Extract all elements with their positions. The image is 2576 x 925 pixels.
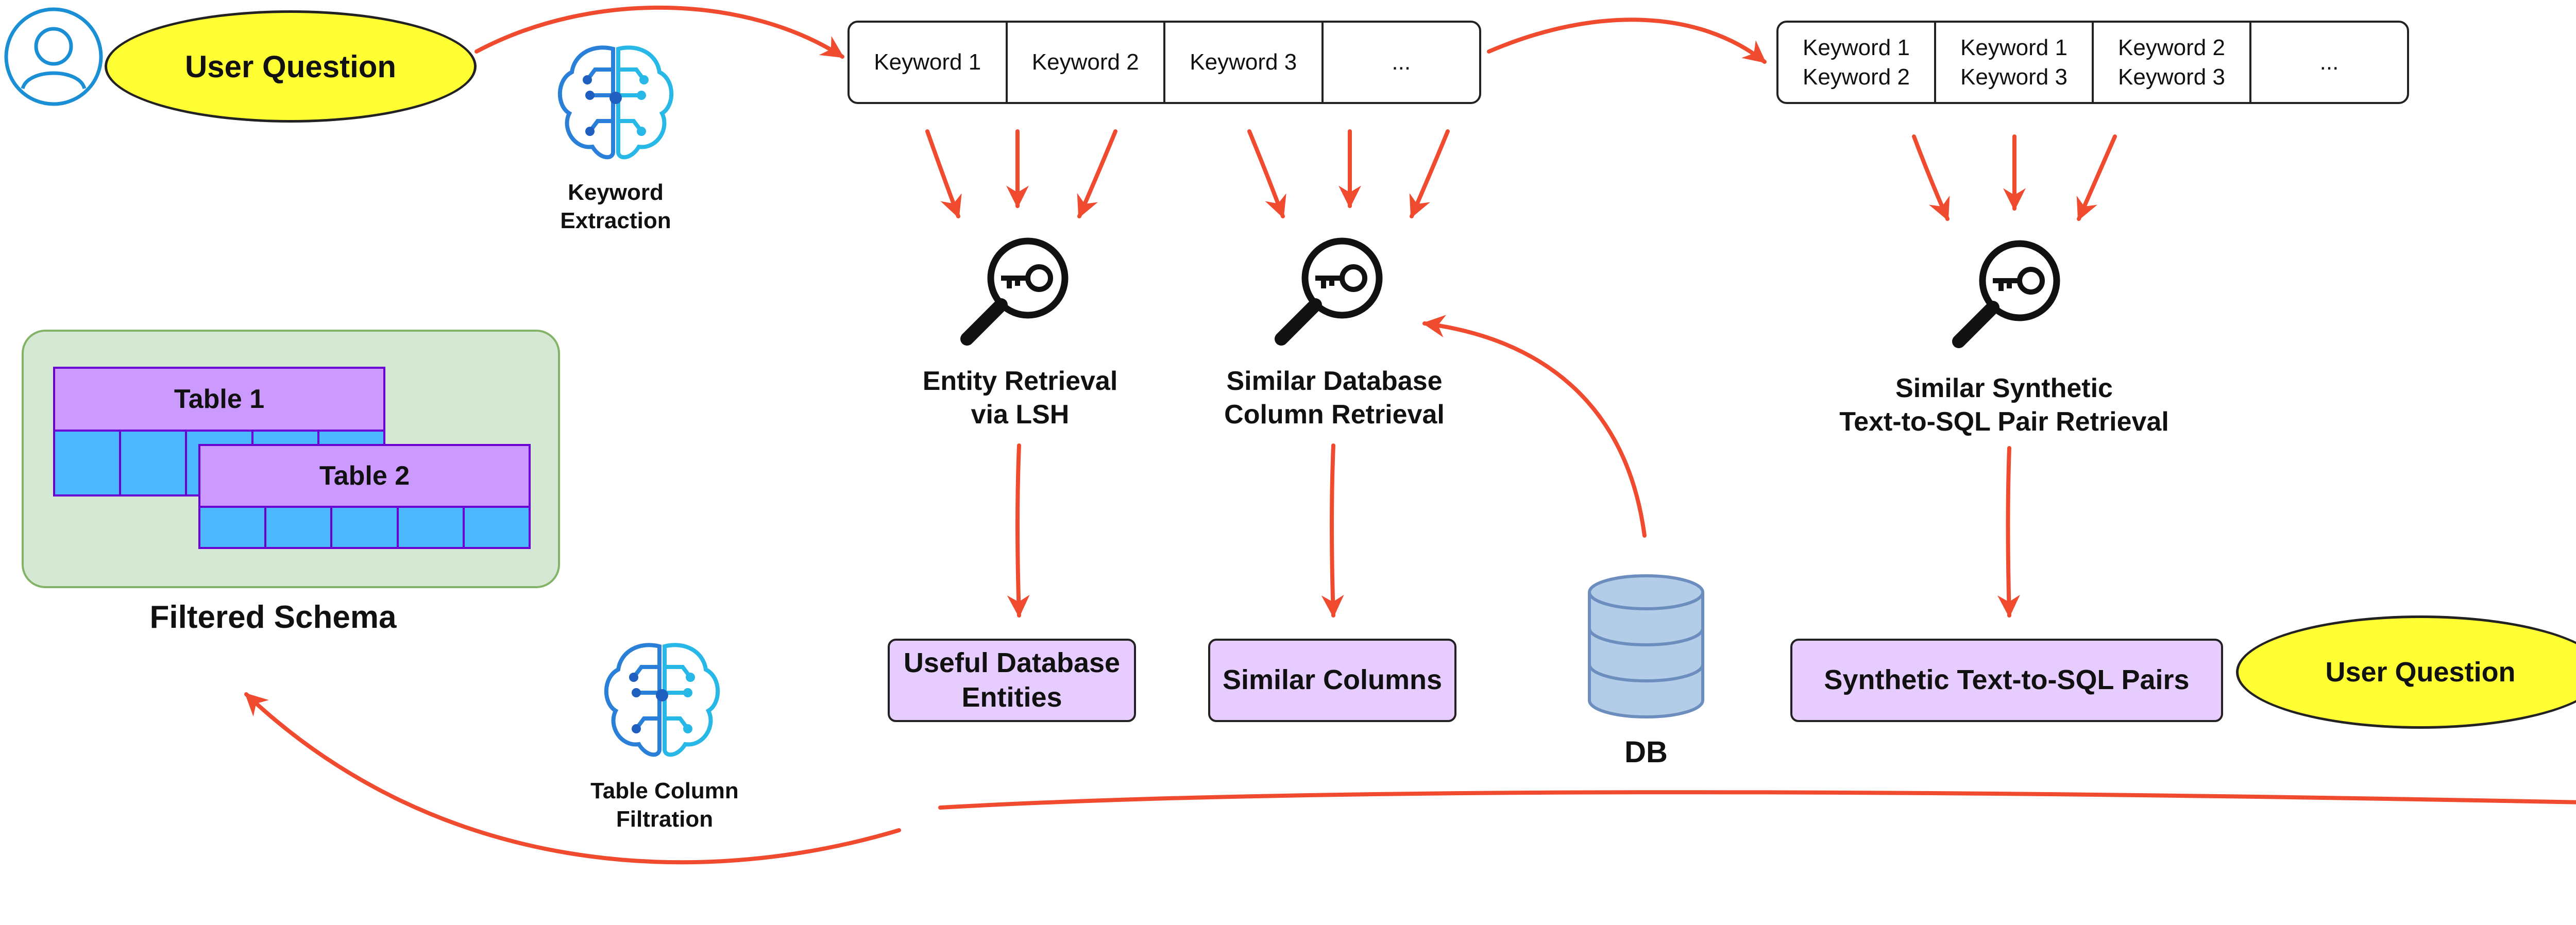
- arrow-filtration-to-schema: [244, 692, 901, 865]
- arrow-entity-to-output: [1007, 443, 1030, 618]
- keywords-row: Keyword 1 Keyword 2 Keyword 3 ...: [848, 21, 1481, 104]
- arrow-entity-left: [925, 129, 962, 219]
- arrow-question-to-keywords: [474, 5, 844, 59]
- table-header: Table 1: [55, 369, 383, 432]
- filtration-label: Table Column Filtration: [590, 778, 739, 832]
- filtered-schema-title: Filtered Schema: [149, 599, 397, 635]
- database-icon: [1588, 574, 1704, 718]
- keyword-combo-box: Keyword 1 Keyword 2: [1776, 21, 1936, 104]
- keyword-combo-box: Keyword 2 Keyword 3: [2092, 21, 2251, 104]
- table-cell: [55, 432, 122, 494]
- user-question-label: User Question: [2325, 657, 2516, 688]
- entity-retrieval-label: Entity Retrieval via LSH: [922, 366, 1118, 430]
- table-cell: [200, 508, 267, 547]
- column-retrieval-label: Similar Database Column Retrieval: [1224, 366, 1445, 430]
- arrow-entity-right: [1077, 129, 1117, 219]
- keyword-box: Keyword 3: [1163, 21, 1324, 104]
- key-search-icon: [1952, 240, 2060, 348]
- db-label: DB: [1624, 735, 1668, 769]
- arrow-pair-right: [2076, 134, 2117, 221]
- brain-icon: [557, 45, 674, 160]
- user-question-ellipse-left: User Question: [105, 10, 477, 123]
- arrow-column-to-output: [1321, 443, 1344, 618]
- keyword-extraction-label: Keyword Extraction: [560, 180, 671, 233]
- arrow-column-left: [1247, 129, 1286, 219]
- user-avatar-icon: [4, 7, 103, 106]
- keyword-combo-box: Keyword 1 Keyword 3: [1934, 21, 2094, 104]
- table-row: [200, 508, 529, 547]
- brain-icon: [604, 643, 720, 757]
- table-cell: [121, 432, 188, 494]
- arrow-pair-to-output: [1997, 446, 2020, 618]
- table-header: Table 2: [200, 446, 529, 508]
- synthetic-pairs-box: Synthetic Text-to-SQL Pairs: [1790, 639, 2223, 722]
- key-search-icon: [1275, 237, 1383, 346]
- arrow-column-right: [1409, 129, 1450, 219]
- table-2: Table 2: [198, 444, 531, 549]
- useful-entities-box: Useful Database Entities: [888, 639, 1136, 722]
- arrow-pair-left: [1912, 134, 1950, 221]
- table-cell: [266, 508, 333, 547]
- arrow-keywords-to-combos: [1487, 18, 1767, 64]
- table-cell: [398, 508, 465, 547]
- table-cell: [332, 508, 399, 547]
- user-question-ellipse-right: User Question: [2236, 615, 2576, 729]
- key-search-icon: [960, 237, 1069, 346]
- keyword-box: Keyword 1: [848, 21, 1008, 104]
- table-cell: [464, 508, 529, 547]
- user-question-label: User Question: [184, 49, 397, 84]
- keyword-box: Keyword 2: [1005, 21, 1165, 104]
- arrow-db-to-column: [1422, 315, 1647, 538]
- similar-columns-box: Similar Columns: [1208, 639, 1456, 722]
- keyword-box: ...: [1321, 21, 1481, 104]
- keyword-combo-box: ...: [2249, 21, 2409, 104]
- keyword-combos-row: Keyword 1 Keyword 2 Keyword 1 Keyword 3 …: [1776, 21, 2409, 104]
- bottom-flow-line: [938, 790, 2576, 810]
- pair-retrieval-label: Similar Synthetic Text-to-SQL Pair Retri…: [1839, 373, 2169, 437]
